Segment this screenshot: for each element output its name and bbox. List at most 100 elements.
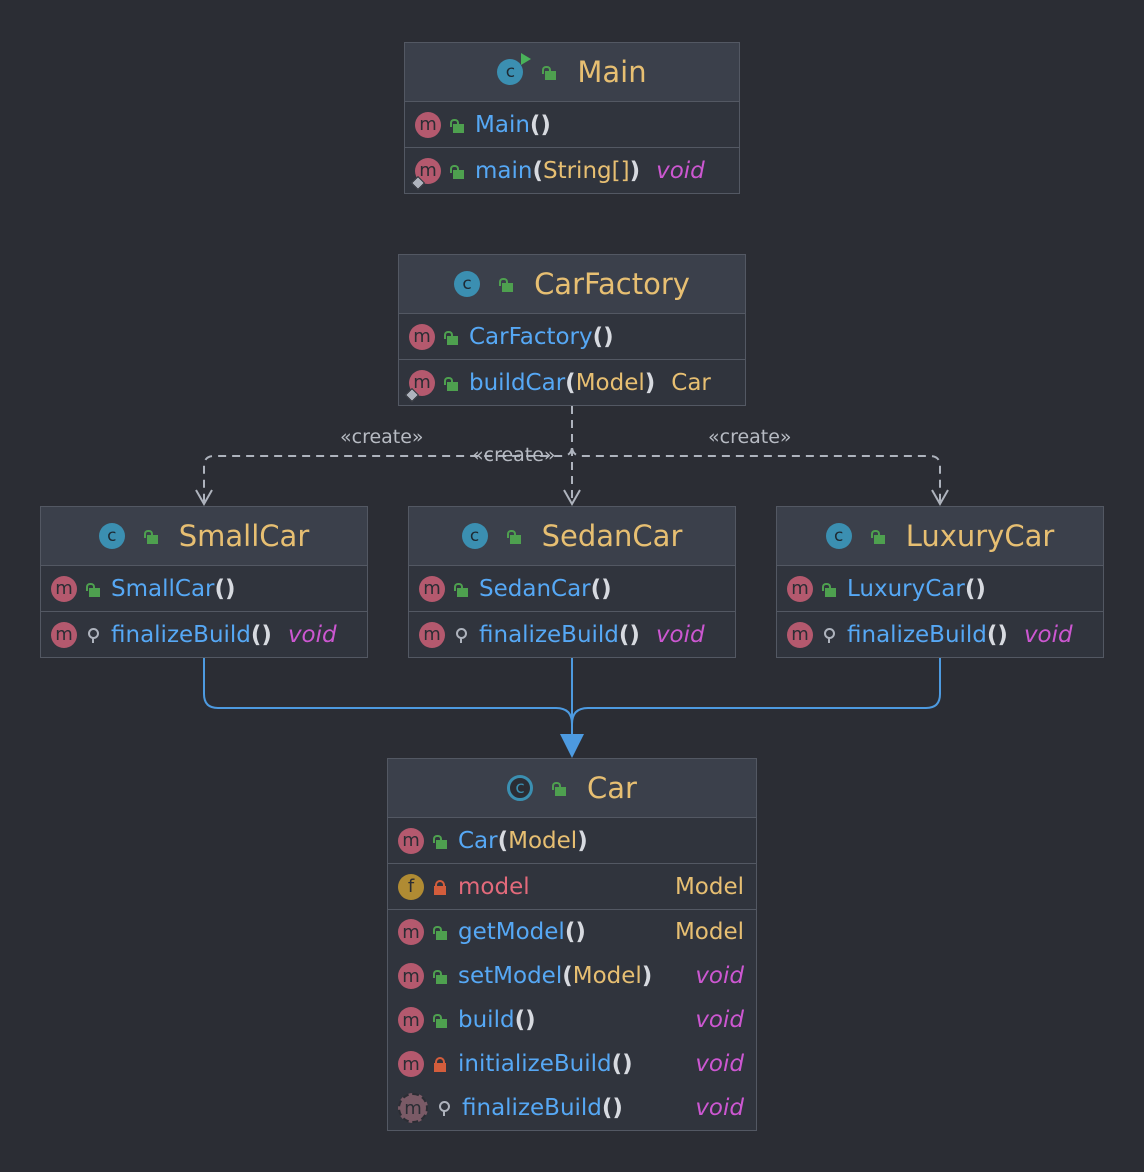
open-paren: ( [514,1007,526,1033]
method-icon: m [404,369,435,402]
close-paren: ) [997,621,1008,648]
method-icon: m [409,323,435,350]
close-paren: ) [225,575,236,602]
class-box-car[interactable]: c Car m Car(Model) f model Model m getMo… [387,758,757,1131]
public-visibility-icon [498,276,514,292]
class-name: Main [577,55,647,89]
class-box-luxury-car[interactable]: c LuxuryCar m LuxuryCar() m finalizeBuil… [776,506,1104,658]
open-paren: ( [592,323,604,350]
open-paren: ( [964,575,976,602]
field-name: model [458,873,530,900]
member-row[interactable]: m initializeBuild() void [388,1042,756,1086]
class-name: SmallCar [178,519,310,553]
dependency-edge-luxury [571,406,941,504]
close-paren: ) [644,369,656,396]
open-paren: ( [250,621,262,648]
member-row[interactable]: m SedanCar() [409,566,735,612]
public-visibility-icon [85,581,101,597]
class-icon: c [497,53,532,85]
member-row[interactable]: m main(String[]) void [405,148,739,193]
close-paren: ) [601,575,612,602]
member-row[interactable]: m Car(Model) [388,818,756,864]
public-visibility-icon [143,528,159,544]
inheritance-edge-luxury [571,658,941,738]
method-icon: m [398,1007,424,1033]
member-name: build [458,1007,515,1033]
class-icon: c [461,523,488,549]
return-type: void [656,157,705,184]
class-name: SedanCar [541,519,683,553]
abstract-method-icon: m [398,1093,428,1123]
class-header: c LuxuryCar [777,507,1103,566]
member-name: SedanCar [479,575,591,602]
private-visibility-icon [432,1056,448,1072]
class-box-main[interactable]: c Main m Main() m main(String[]) void [404,42,740,194]
protected-visibility-icon [821,627,837,643]
member-name: getModel [458,919,565,945]
open-paren: ( [497,827,509,854]
member-row[interactable]: m buildCar(Model) Car [399,360,745,405]
field-row[interactable]: f model Model [388,864,756,910]
member-row[interactable]: m finalizeBuild() void [409,612,735,657]
public-visibility-icon [449,117,465,133]
open-paren: ( [611,1051,623,1077]
member-row[interactable]: m getModel() Model [388,910,756,954]
public-visibility-icon [432,968,448,984]
return-type: void [695,1095,744,1121]
close-paren: ) [540,111,551,138]
public-visibility-icon [432,833,448,849]
dependency-arrowhead-luxury [931,489,949,507]
method-icon: m [410,157,441,190]
public-visibility-icon [551,780,567,796]
close-paren: ) [575,919,586,945]
param-type: Model [575,369,645,396]
return-type: Car [671,369,711,396]
return-type: void [695,1007,744,1033]
member-name: setModel [458,963,563,989]
class-header: c CarFactory [399,255,745,314]
close-paren: ) [603,323,614,350]
method-icon: m [398,963,424,989]
class-box-car-factory[interactable]: c CarFactory m CarFactory() m buildCar(M… [398,254,746,406]
member-row[interactable]: m build() void [388,998,756,1042]
member-row[interactable]: m LuxuryCar() [777,566,1103,612]
close-paren: ) [577,827,588,854]
class-name: Car [587,771,637,805]
member-name: LuxuryCar [847,575,965,602]
edge-label-create-sedan: «create» [472,444,556,466]
method-icon: m [419,575,445,602]
member-row[interactable]: m finalizeBuild() void [777,612,1103,657]
protected-visibility-icon [436,1100,452,1116]
return-type: Model [674,919,744,945]
member-name: buildCar [469,369,566,396]
member-name: CarFactory [469,323,593,350]
class-header: c SedanCar [409,507,735,566]
class-name: CarFactory [534,267,690,301]
member-row[interactable]: m setModel(Model) void [388,954,756,998]
class-box-small-car[interactable]: c SmallCar m SmallCar() m finalizeBuild(… [40,506,368,658]
inheritance-edge-small [203,658,573,738]
member-row[interactable]: m finalizeBuild() void [41,612,367,657]
member-row[interactable]: m finalizeBuild() void [388,1086,756,1130]
protected-visibility-icon [453,627,469,643]
member-row[interactable]: m CarFactory() [399,314,745,360]
public-visibility-icon [506,528,522,544]
open-paren: ( [590,575,602,602]
class-header: c SmallCar [41,507,367,566]
method-icon: m [419,621,445,648]
edge-label-create-luxury: «create» [708,426,792,448]
run-icon [521,53,532,65]
method-icon: m [398,1051,424,1077]
param-type: Model [572,963,642,989]
method-icon: m [415,111,441,138]
class-box-sedan-car[interactable]: c SedanCar m SedanCar() m finalizeBuild(… [408,506,736,658]
member-name: main [475,157,533,184]
class-icon: c [454,271,481,297]
open-paren: ( [565,369,576,396]
member-name: SmallCar [111,575,215,602]
inheritance-arrowhead [560,734,584,758]
member-row[interactable]: m Main() [405,102,739,148]
public-visibility-icon [443,375,459,391]
member-row[interactable]: m SmallCar() [41,566,367,612]
